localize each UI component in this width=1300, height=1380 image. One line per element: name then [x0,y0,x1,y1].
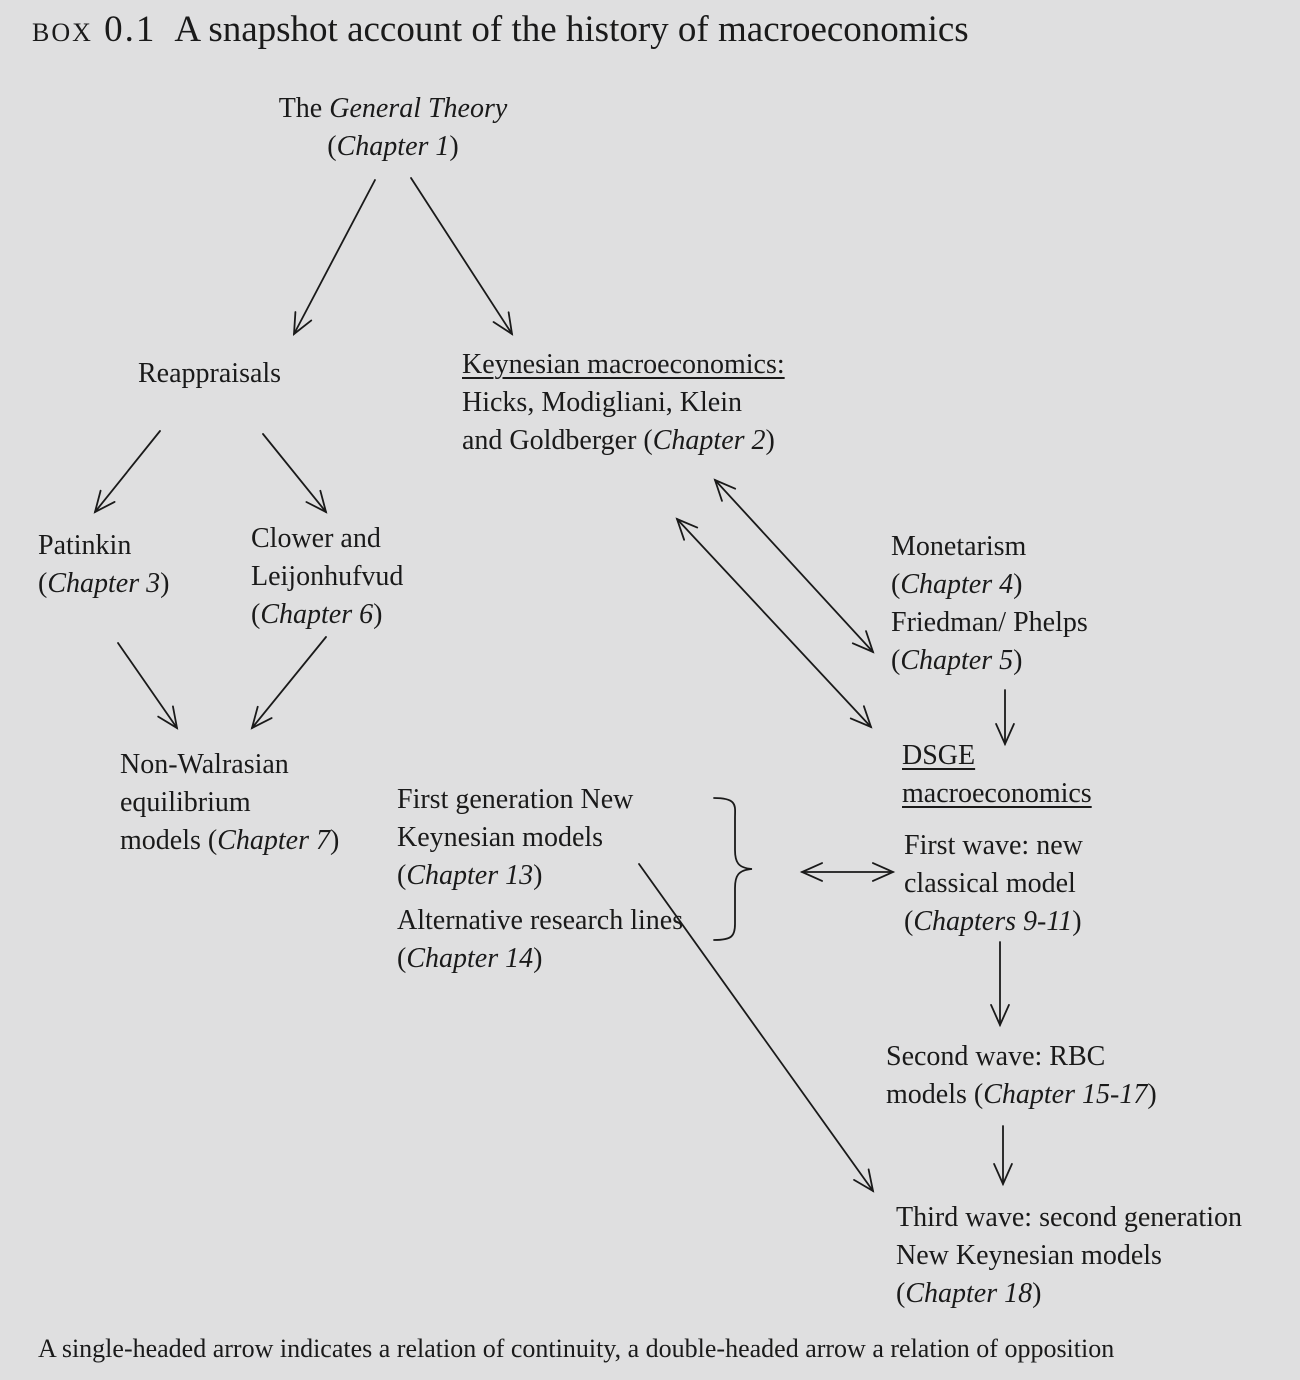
alternative-chapter: Chapter 14 [406,943,534,974]
general-theory-title: General Theory [329,93,508,124]
third-wave-line1: Third wave: second generation [896,1202,1242,1233]
double-arrow-keynesian-monetarism-head-end [851,630,875,654]
general-theory-pre: The [278,93,330,124]
node-clower: Clower and Leijonhufvud (Chapter 6) [251,520,403,634]
keynesian-heading: Keynesian macroeconomics: [462,349,785,380]
double-arrow-keynesian-monetarism-head-start [713,478,737,502]
first-wave-line1: First wave: new [904,830,1083,861]
second-wave-chapter: Chapter 15-17 [983,1079,1148,1110]
keynesian-line2: Hicks, Modigliani, Klein [462,387,742,418]
box-title: box 0.1 A snapshot account of the history… [32,8,969,51]
monetarism-chapter: Chapter 4 [900,569,1014,600]
alternative-line1: Alternative research lines [397,905,684,936]
first-wave-line2: classical model [904,868,1076,899]
non-walrasian-chapter: Chapter 7 [217,825,330,856]
keynesian-chapter: Chapter 2 [652,425,766,456]
non-walrasian-line2: equilibrium [120,787,251,818]
first-wave-chapter: Chapters 9-11 [913,906,1073,937]
general-theory-chapter: Chapter 1 [336,131,450,162]
node-second-wave: Second wave: RBC models (Chapter 15-17) [886,1038,1157,1114]
node-monetarism: Monetarism (Chapter 4) Friedman/ Phelps … [891,528,1088,680]
non-walrasian-line3-post: ) [330,825,340,856]
arrow-monetarism-to-dsge-head [995,723,1015,747]
dsge-line1: DSGE [902,740,976,771]
third-wave-chapter: Chapter 18 [905,1278,1033,1309]
double-arrow-nk-firstwave-head-start [799,862,823,882]
clower-line1: Clower and [251,523,381,554]
double-arrow-keynesian-monetarism [714,479,874,653]
keynesian-line3-pre: and Goldberger ( [462,425,653,456]
double-arrow-keynesian-dsge [676,518,872,728]
node-first-gen-nk: First generation New Keynesian models (C… [397,781,633,895]
arrow-general-to-reappraisals [293,179,376,335]
node-dsge: DSGE macroeconomics [902,737,1092,813]
patinkin-chapter: Chapter 3 [47,568,161,599]
arrow-secondwave-to-thirdwave-head [993,1163,1013,1187]
dsge-line2: macroeconomics [902,778,1092,809]
legend-caption: A single-headed arrow indicates a relati… [38,1334,1115,1363]
arrow-clower-to-nonwalrasian-head [250,705,273,730]
second-wave-line2-pre: models ( [886,1079,984,1110]
box-label: box 0.1 [32,9,157,50]
monetarism-label: Monetarism [891,531,1027,562]
double-arrow-nk-firstwave-head-end [872,862,896,882]
second-wave-line1: Second wave: RBC [886,1041,1106,1072]
first-gen-chapter: Chapter 13 [406,860,534,891]
friedman-phelps-label: Friedman/ Phelps [891,607,1088,638]
friedman-phelps-chapter: Chapter 5 [900,645,1014,676]
double-arrow-keynesian-dsge-head-start [675,517,699,541]
arrow-patinkin-to-nonwalrasian-head [157,705,179,730]
non-walrasian-line1: Non-Walrasian [120,749,289,780]
second-wave-line2-post: ) [1147,1079,1157,1110]
non-walrasian-line3-pre: models ( [120,825,218,856]
node-third-wave: Third wave: second generation New Keynes… [896,1199,1242,1313]
clower-line2: Leijonhufvud [251,561,404,592]
reappraisals-label: Reappraisals [138,358,282,389]
arrow-general-to-keynesian [410,177,513,335]
node-keynesian: Keynesian macroeconomics: Hicks, Modigli… [462,346,785,460]
node-patinkin: Patinkin (Chapter 3) [38,527,169,603]
first-gen-line2: Keynesian models [397,822,604,853]
arrow-reappraisals-to-clower [262,433,327,513]
third-wave-line2: New Keynesian models [896,1240,1162,1271]
node-alternative: Alternative research lines (Chapter 14) [397,902,683,978]
first-gen-line1: First generation New [397,784,634,815]
arrow-firstgen-to-thirdwave [638,863,874,1192]
curly-brace [713,797,753,941]
arrow-firstwave-to-secondwave-head [990,1004,1010,1028]
arrow-general-to-keynesian-head [492,311,514,336]
box-title-text: A snapshot account of the history of mac… [174,9,969,50]
keynesian-line3-post: ) [765,425,775,456]
patinkin-label: Patinkin [38,530,132,561]
node-non-walrasian: Non-Walrasian equilibrium models (Chapte… [120,746,339,860]
node-reappraisals: Reappraisals [138,355,281,393]
clower-chapter: Chapter 6 [260,599,374,630]
arrow-patinkin-to-nonwalrasian [117,642,178,729]
double-arrow-keynesian-dsge-head-end [849,705,873,729]
arrow-firstgen-to-thirdwave-head [853,1168,875,1193]
arrow-clower-to-nonwalrasian [251,636,327,729]
node-general-theory: The General Theory (Chapter 1) [278,93,508,162]
arrow-general-to-reappraisals-head [292,311,313,336]
arrow-reappraisals-to-patinkin-head [93,489,116,514]
node-first-wave: First wave: new classical model (Chapter… [904,827,1083,941]
arrow-reappraisals-to-patinkin [94,430,161,513]
arrow-reappraisals-to-clower-head [305,489,328,514]
